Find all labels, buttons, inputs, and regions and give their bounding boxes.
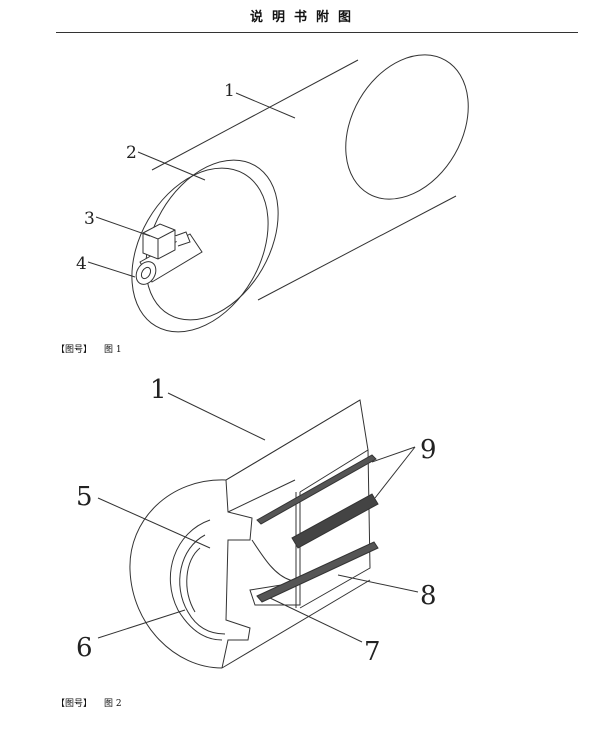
figure-1-title: 图 1 bbox=[104, 345, 122, 355]
figure-2-numbers: 1 5 6 7 8 9 bbox=[76, 375, 437, 667]
figure-1-caption: 【图号】 图 1 bbox=[56, 342, 122, 355]
end-cap-rim bbox=[145, 159, 279, 321]
page-header-title: 说明书附图 bbox=[249, 10, 360, 25]
shaft-bore bbox=[140, 266, 152, 280]
fig2-label-7: 7 bbox=[364, 637, 381, 667]
fig2-label-5: 5 bbox=[76, 482, 93, 512]
fig2-label-1: 1 bbox=[150, 375, 167, 405]
leader-f2-8 bbox=[337, 574, 419, 593]
leader-f2-9b bbox=[374, 446, 416, 499]
fig2-label-6: 6 bbox=[76, 633, 93, 663]
top-inner-edge bbox=[227, 479, 296, 513]
figure-1-tag: 【图号】 bbox=[56, 345, 93, 355]
ring-outer bbox=[169, 519, 223, 641]
outer-shell-curve bbox=[129, 479, 227, 669]
header-divider bbox=[56, 32, 578, 33]
key-block bbox=[142, 223, 176, 260]
leader-f2-6 bbox=[97, 609, 186, 639]
figure-2-caption: 【图号】 图 2 bbox=[56, 696, 122, 709]
cylinder-bottom-edge bbox=[257, 195, 457, 301]
fig2-label-8: 8 bbox=[420, 581, 437, 611]
fig1-label-4: 4 bbox=[76, 254, 87, 274]
shaft-end bbox=[135, 261, 157, 285]
heating-strip-middle bbox=[291, 493, 379, 549]
figure-2-tag: 【图号】 bbox=[56, 699, 93, 709]
leader-4 bbox=[87, 261, 136, 278]
heating-strip-top bbox=[256, 454, 377, 525]
inner-bore bbox=[251, 492, 301, 583]
figure-1-drawing bbox=[87, 54, 469, 333]
ring-middle bbox=[179, 534, 226, 635]
top-face-edge bbox=[225, 399, 361, 481]
heating-strip-bottom bbox=[256, 541, 379, 603]
fig1-label-2: 2 bbox=[126, 143, 137, 163]
leader-f2-7 bbox=[269, 597, 363, 643]
key-block-tab bbox=[174, 231, 191, 247]
leader-f2-5 bbox=[97, 497, 211, 549]
figure-1-numbers: 1 2 3 4 bbox=[76, 81, 235, 274]
leader-f2-1 bbox=[167, 392, 266, 441]
cylinder-back-end bbox=[345, 54, 469, 200]
figure-2-title: 图 2 bbox=[104, 699, 122, 709]
fig1-label-3: 3 bbox=[84, 209, 95, 229]
ring-inner bbox=[186, 547, 201, 613]
fig2-label-9: 9 bbox=[420, 435, 437, 465]
cylinder-top-edge bbox=[151, 59, 359, 171]
fig1-label-1: 1 bbox=[224, 81, 235, 101]
leader-3 bbox=[95, 216, 151, 237]
figure-2-drawing bbox=[97, 392, 419, 669]
leader-1 bbox=[235, 92, 296, 119]
leader-2 bbox=[137, 151, 206, 181]
leader-f2-9a bbox=[371, 446, 416, 463]
bottom-edge bbox=[221, 579, 371, 669]
outer-shell-top bbox=[225, 399, 369, 481]
section-face bbox=[221, 479, 253, 669]
